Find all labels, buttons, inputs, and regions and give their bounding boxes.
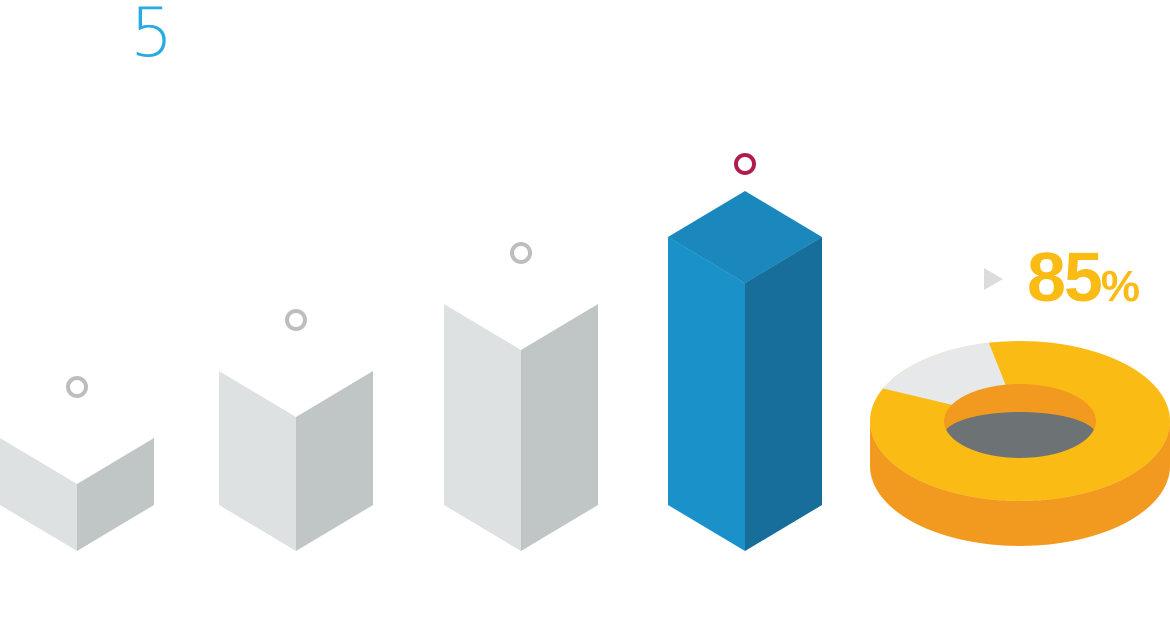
bar-4-right-face [745,237,822,551]
bar-group [0,153,822,551]
bar-1 [0,376,154,551]
ring-marker-icon [285,309,307,331]
bar-1-right-face [77,438,154,551]
ring-marker-icon [734,153,756,175]
bar-2-right-face [296,371,373,551]
bar-2-left-face [219,371,296,551]
bar-3-right-face [521,304,598,551]
bar-4-top-face [668,191,822,283]
donut-chart [870,341,1170,546]
donut-hole-floor [944,412,1096,458]
ring-marker-icon [510,242,532,264]
bar-3 [444,242,598,551]
donut-label: 85% [984,238,1141,316]
big-number: 5 [130,0,173,73]
donut-percent-label: 85% [1027,238,1139,316]
bar-1-left-face [0,438,77,551]
donut-side [870,421,1170,546]
triangle-pointer-icon [984,268,1003,290]
bar-3-left-face [444,304,521,551]
ring-marker-icon [66,376,88,398]
bar-4 [668,153,822,551]
bar-4-left-face [668,237,745,551]
bar-2 [219,309,373,551]
